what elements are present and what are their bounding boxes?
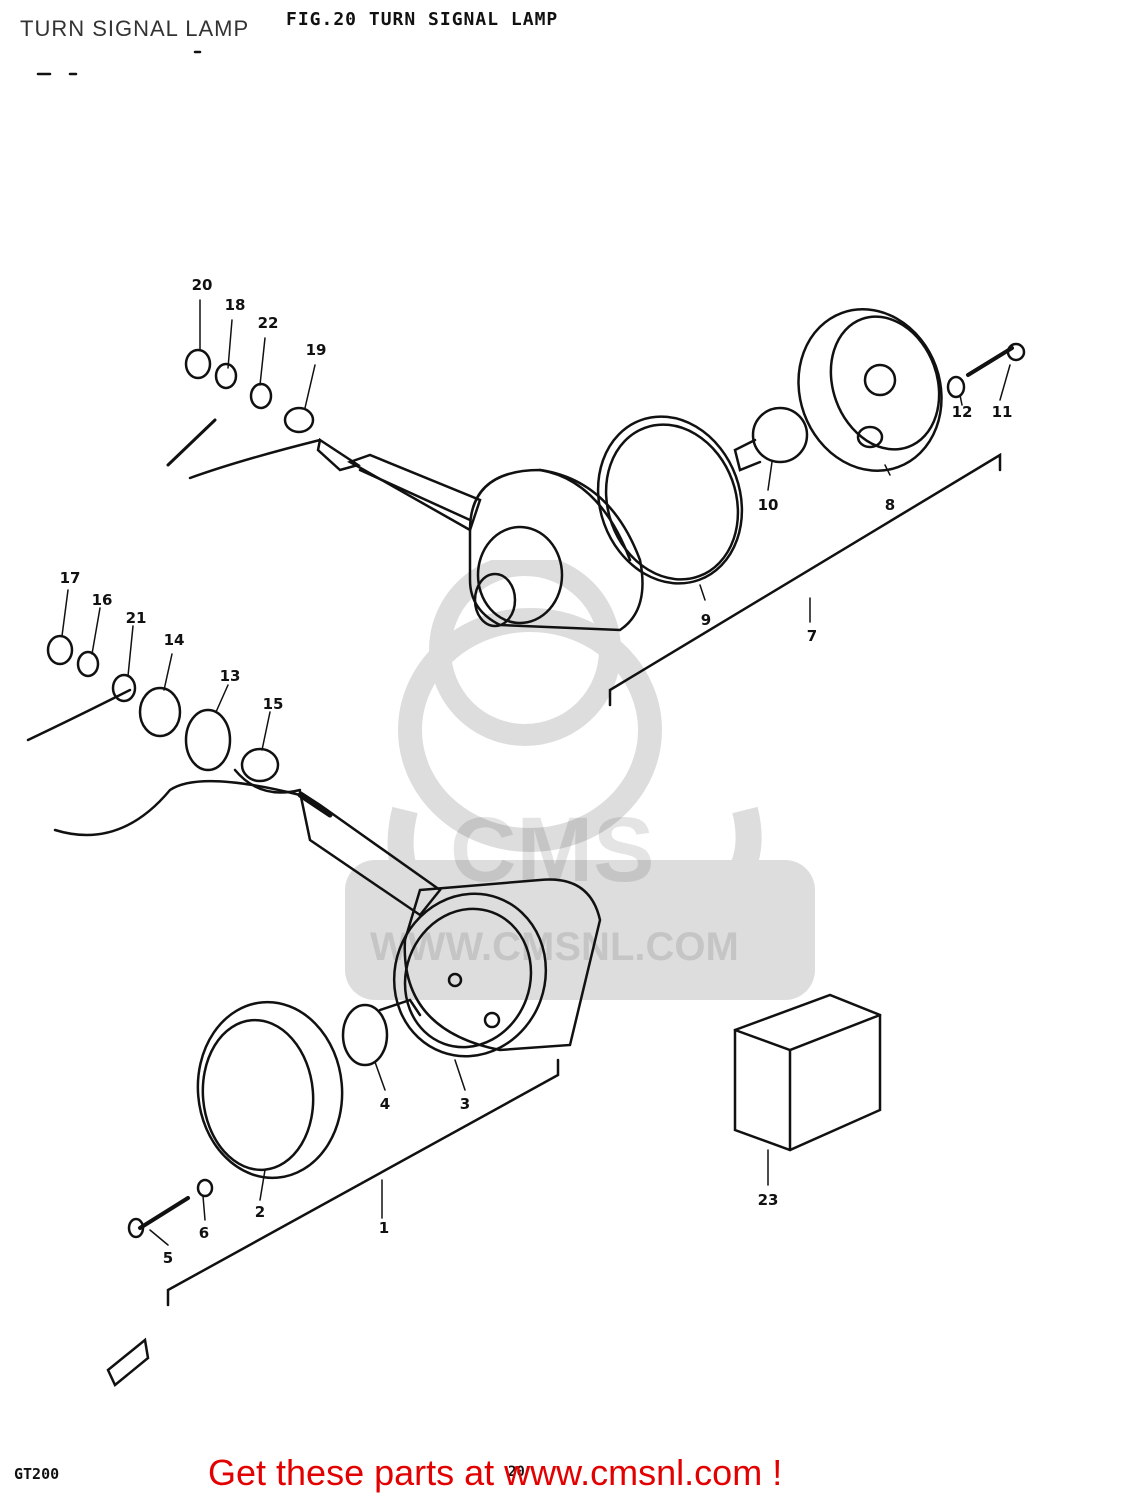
callout-3: 3: [459, 1095, 471, 1113]
callout-15: 15: [262, 695, 284, 713]
model-label: GT200: [14, 1465, 60, 1483]
callout-22: 22: [257, 314, 279, 332]
callout-4: 4: [379, 1095, 391, 1113]
callout-12: 12: [951, 403, 973, 421]
callout-19: 19: [305, 341, 327, 359]
callout-11: 11: [991, 403, 1013, 421]
callout-5: 5: [162, 1249, 174, 1267]
callout-16: 16: [91, 591, 113, 609]
callout-23: 23: [757, 1191, 779, 1209]
callout-13: 13: [219, 667, 241, 685]
callout-2: 2: [254, 1203, 266, 1221]
callout-18: 18: [224, 296, 246, 314]
callout-10: 10: [757, 496, 779, 514]
figure-header: FIG.20 TURN SIGNAL LAMP: [286, 9, 559, 30]
callout-7: 7: [806, 627, 818, 645]
callout-9: 9: [700, 611, 712, 629]
callout-17: 17: [59, 569, 81, 587]
callout-1: 1: [378, 1219, 390, 1237]
cta-link[interactable]: Get these parts at www.cmsnl.com !: [208, 1452, 783, 1493]
callout-20: 20: [191, 276, 213, 294]
callout-21: 21: [125, 609, 147, 627]
callout-14: 14: [163, 631, 185, 649]
flasher-relay: [733, 993, 882, 1152]
group-bracket-7: [608, 452, 1002, 707]
front-arrow-icon: [106, 1337, 150, 1387]
rear-lamp-assembly: [166, 308, 1026, 632]
callout-8: 8: [884, 496, 896, 514]
watermark-url: WWW.CMSNL.COM: [370, 925, 739, 969]
callout-6: 6: [198, 1224, 210, 1242]
group-bracket-1: [166, 1058, 560, 1307]
front-lamp-assembly: [26, 634, 602, 1239]
page-title: TURN SIGNAL LAMP: [20, 16, 250, 41]
page-number: 20: [508, 1464, 525, 1480]
